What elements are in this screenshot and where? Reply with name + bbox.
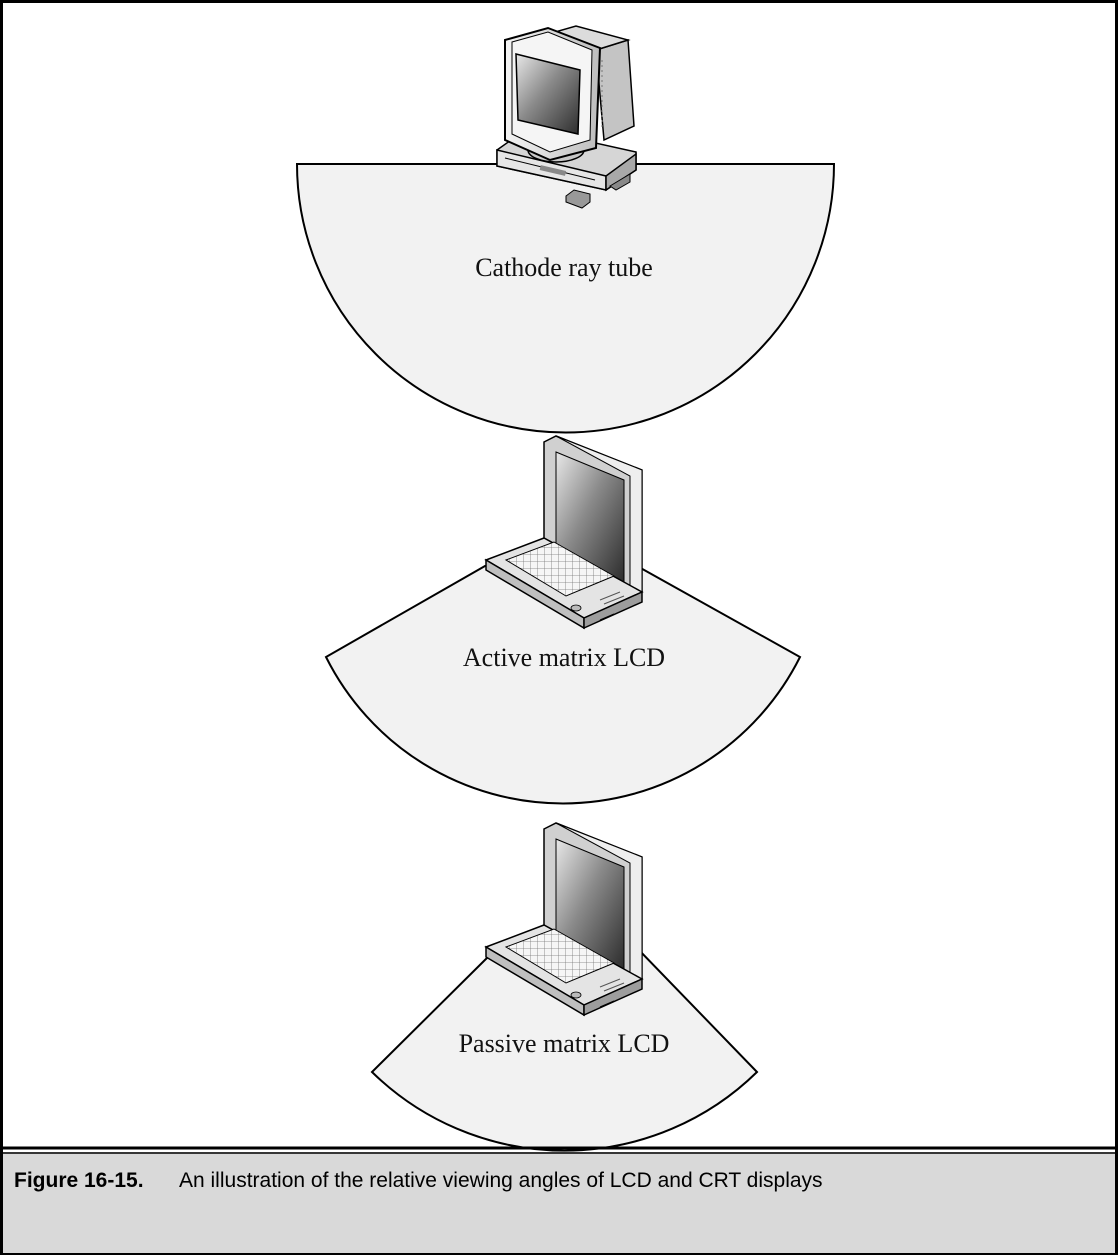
crt-viewing-sector [295,163,836,434]
figure-caption: An illustration of the relative viewing … [179,1169,823,1192]
passive-lcd-viewing-sector [370,947,759,1152]
crt-label: Cathode ray tube [475,253,653,282]
active-lcd-label: Active matrix LCD [463,643,665,672]
caption-bar: Figure 16-15. An illustration of the rel… [0,1146,1118,1253]
passive-lcd-label: Passive matrix LCD [459,1029,670,1058]
figure-number: Figure 16-15. [14,1169,144,1192]
active-lcd-viewing-sector [324,565,802,805]
crt-monitor-icon [496,25,637,209]
